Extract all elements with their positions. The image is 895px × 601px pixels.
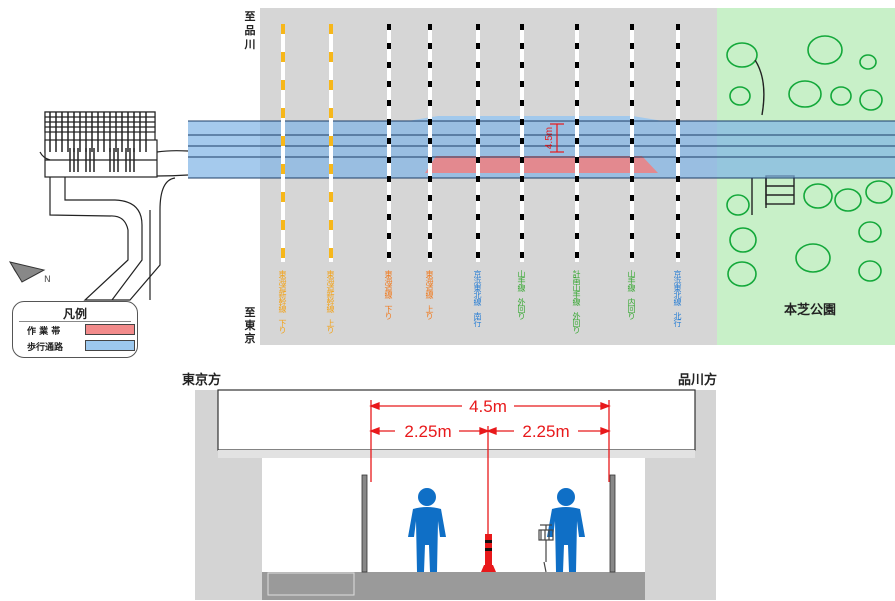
track-label: 山手線 外回り <box>517 270 526 319</box>
plan-view: 4.5m N <box>8 8 895 345</box>
stair-grid <box>49 112 147 172</box>
track-label: 東海道線 下り <box>384 270 393 319</box>
track-label: 京浜東北線 南行 <box>473 270 482 326</box>
shinagawa-side-label: 品川方 <box>678 372 717 388</box>
right-abutment <box>645 390 716 600</box>
legend-item-label: 歩行通路 <box>27 343 64 353</box>
track-label: 東海道新幹線 下り <box>278 270 287 333</box>
tokyo-side-label: 東京方 <box>182 372 221 388</box>
track-label: 東海道線 上り <box>425 270 434 319</box>
center-bollard-icon <box>481 534 496 572</box>
cross-section-view: 東京方 品川方 4.5m 2.25m 2.25m <box>182 372 717 600</box>
walkway-widening <box>408 116 663 121</box>
legend-work-zone-swatch <box>85 324 135 335</box>
work-zone <box>425 156 658 173</box>
legend-title: 凡例 <box>62 307 87 321</box>
legend-divider <box>19 321 131 322</box>
left-abutment <box>195 390 262 600</box>
pedestrian-icon <box>408 488 446 572</box>
drain-cover <box>267 572 355 596</box>
toward-tokyo-label: 至東京 <box>245 306 257 345</box>
legend-item-label: 作 業 帯 <box>27 327 61 337</box>
total-width-label: 4.5m <box>469 397 507 416</box>
legend-walkway-swatch <box>85 340 135 351</box>
track-label: 山手線 内回り <box>627 270 636 319</box>
park-path <box>751 59 795 215</box>
track-group <box>281 24 680 262</box>
girder-slab <box>217 389 696 451</box>
svg-text:N: N <box>44 275 51 285</box>
walkway-lines <box>188 120 895 179</box>
park-trees <box>726 35 893 287</box>
plan-width-label: 4.5m <box>544 127 555 149</box>
north-arrow-icon: N <box>8 261 51 285</box>
girder-underside <box>218 450 695 458</box>
track-label: 計画山手線 外回り <box>572 270 581 333</box>
toward-shinagawa-label: 至品川 <box>244 10 256 51</box>
right-wall-panel <box>609 474 616 573</box>
stair-structure <box>39 111 189 301</box>
left-half-width-label: 2.25m <box>404 422 451 441</box>
legend: 凡例 作 業 帯 歩行通路 <box>12 301 138 358</box>
left-wall-panel <box>361 474 368 573</box>
floor <box>262 572 645 600</box>
track-label: 東海道新幹線 上り <box>326 270 335 333</box>
pedestrian-with-bicycle-icon <box>538 488 585 573</box>
right-half-width-label: 2.25m <box>522 422 569 441</box>
plan-dimension: 4.5m <box>544 123 564 153</box>
track-label: 京浜東北線 北行 <box>673 270 682 326</box>
park-label: 本芝公園 <box>784 302 836 318</box>
